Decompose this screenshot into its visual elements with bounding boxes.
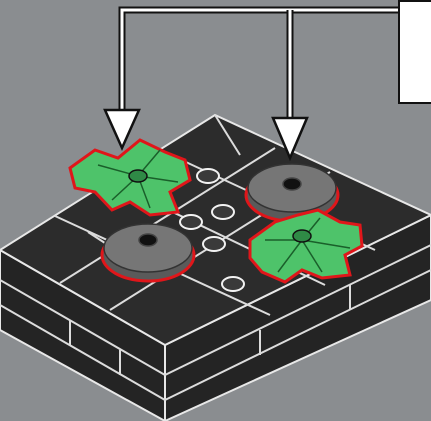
arrow-down-icon: [105, 110, 139, 148]
round-tile-left: [102, 224, 194, 281]
base-plate: [0, 115, 431, 421]
